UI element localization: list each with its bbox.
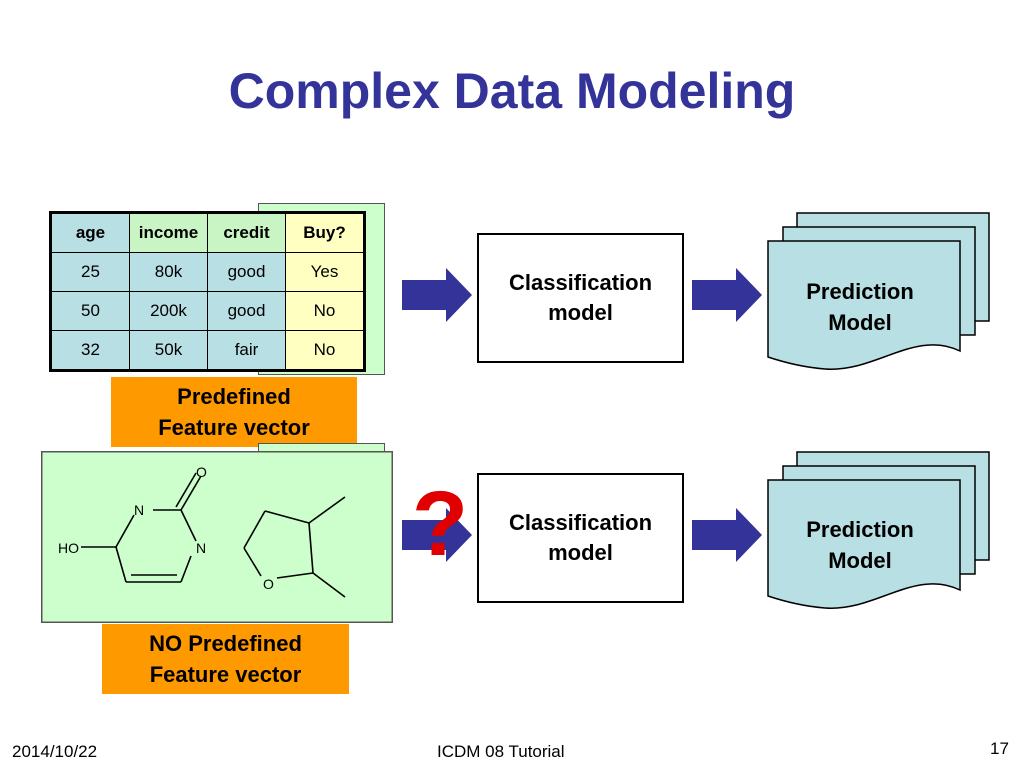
molecule-structures-panel: O N N HO O [41,451,393,623]
atom-nitrogen-right: N [196,540,206,556]
tetrahydrofuran-molecule-icon [243,496,346,598]
feature-table: age income credit Buy? 25 80k good Yes 5… [51,213,364,370]
prediction-model-document-icon [767,212,990,370]
classifier-line1: Classification [508,270,653,295]
table-cell: No [285,330,364,370]
atom-oxygen-top: O [196,464,207,480]
table-header-cell: Buy? [285,213,364,253]
table-cell: 200k [129,291,208,331]
table-cell: 50k [129,330,208,370]
table-cell: 32 [51,330,130,370]
table-cell: Yes [285,252,364,292]
table-cell: fair [207,330,286,370]
table-cell: good [207,291,286,331]
table-row: 50 200k good No [51,291,364,331]
classification-model-box: Classification model [477,473,684,603]
classifier-line1: Classification [508,510,653,535]
prediction-line2: Model [828,548,892,573]
atom-nitrogen-upper: N [134,502,144,518]
prediction-model-label: Prediction Model [770,514,950,576]
right-arrow-icon [402,508,472,562]
slide-title: Complex Data Modeling [228,63,796,119]
table-header-cell: credit [207,213,286,253]
right-arrow-icon [692,268,762,322]
table-header-row: age income credit Buy? [51,213,364,253]
no-predefined-feature-label: NO Predefined Feature vector [102,624,349,694]
table-header-cell: income [129,213,208,253]
atom-hydroxyl: HO [58,540,79,556]
question-mark-icon: ? [411,473,469,575]
table-cell: 25 [51,252,130,292]
atom-oxygen-ring: O [263,576,274,592]
footer-date: 2014/10/22 [12,742,98,761]
table-row: 32 50k fair No [51,330,364,370]
table-cell: 50 [51,291,130,331]
pyrimidine-molecule-icon [81,472,202,583]
table-header-cell: age [51,213,130,253]
no-predefined-label-line1: NO Predefined [149,631,302,656]
right-arrow-icon [402,268,472,322]
classifier-line2: model [548,540,613,565]
feature-table-wrapper: age income credit Buy? 25 80k good Yes 5… [49,211,366,372]
prediction-line1: Prediction [806,517,914,542]
predefined-feature-label: Predefined Feature vector [111,377,357,447]
prediction-line1: Prediction [806,279,914,304]
predefined-label-line1: Predefined [177,384,291,409]
prediction-line2: Model [828,310,892,335]
right-arrow-icon [692,508,762,562]
predefined-label-line2: Feature vector [158,415,310,440]
no-predefined-label-line2: Feature vector [149,662,302,687]
classifier-line2: model [548,300,613,325]
prediction-model-document-icon [767,451,990,609]
classification-model-box: Classification model [477,233,684,363]
table-cell: 80k [129,252,208,292]
prediction-model-label: Prediction Model [770,276,950,338]
page-number: 17 [990,739,1009,758]
table-cell: No [285,291,364,331]
table-row: 25 80k good Yes [51,252,364,292]
footer-title: ICDM 08 Tutorial [437,742,565,761]
table-cell: good [207,252,286,292]
